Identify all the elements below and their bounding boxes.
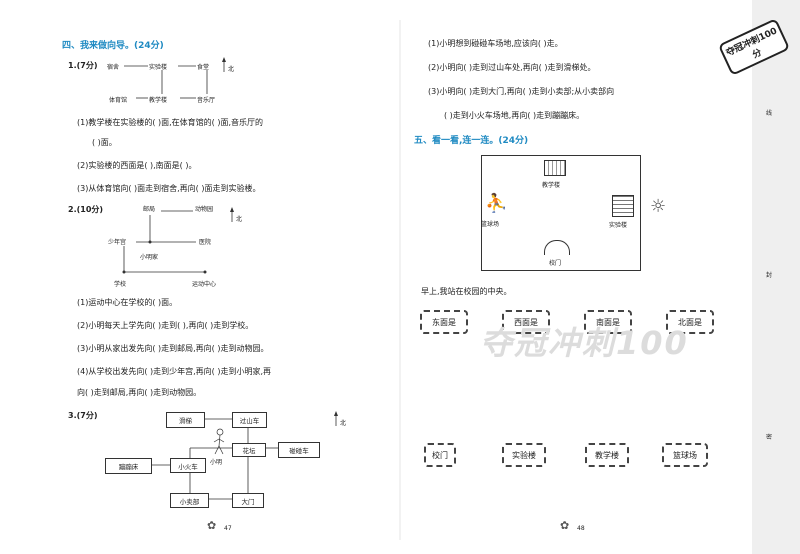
page-number-right: 48 — [577, 525, 585, 532]
spine-label-line: 线 — [766, 110, 773, 117]
page-mascot-left-icon: ✿ — [207, 519, 217, 532]
q3-right-line-1: (1)小明想到碰碰车场地,应该向( )走。 — [428, 39, 563, 48]
q3-bumper-box: 碰碰车 — [278, 442, 320, 458]
q2-hospital: 医院 — [199, 239, 212, 246]
section-title-four: 四、我来做向导。(24分) — [62, 41, 164, 51]
section-title-five: 五、看一看,连一连。(24分) — [414, 136, 529, 146]
direction-east-box[interactable]: 东面是 — [420, 310, 468, 334]
direction-north-box[interactable]: 北面是 — [666, 310, 714, 334]
campus-teaching-label: 教学楼 — [542, 182, 561, 189]
place-basketball-box[interactable]: 篮球场 — [662, 443, 708, 467]
q3-right-line-2: (2)小明向( )走到过山车处,再向( )走到滑梯处。 — [428, 63, 596, 72]
q1-header: 1.(7分) — [68, 61, 98, 70]
q3-train-box: 小火车 — [170, 458, 206, 473]
page-number-left: 47 — [224, 525, 232, 532]
binding-spine — [752, 0, 800, 554]
q1-canteen: 食堂 — [197, 64, 210, 71]
q1-line-3: (2)实验楼的西面是( ),南面是( )。 — [77, 161, 197, 170]
q2-school: 学校 — [114, 281, 127, 288]
q1-music: 音乐厅 — [197, 97, 216, 104]
q2-zoo: 动物园 — [195, 206, 214, 213]
q2-line-4: (4)从学校出发先向( )走到少年宫,再向( )走到小明家,再 — [77, 367, 271, 376]
place-lab-box[interactable]: 实验楼 — [502, 443, 546, 467]
q3-flower-box: 花坛 — [232, 443, 266, 457]
q3-north-label: 北 — [340, 420, 347, 427]
q1-lab: 实验楼 — [149, 64, 168, 71]
spine-label-secret: 密 — [766, 434, 773, 441]
q2-youth: 少年宫 — [108, 239, 127, 246]
basketball-hoop-icon: ⛹ — [485, 193, 508, 214]
q2-post: 邮局 — [143, 206, 156, 213]
q2-home: 小明家 — [140, 254, 159, 261]
teaching-building-icon — [544, 160, 566, 176]
q3-right-line-4: ( )走到小火车场地,再向( )走到蹦蹦床。 — [444, 111, 585, 120]
spine-label-seal: 封 — [766, 272, 773, 279]
q2-line-3: (3)小明从家出发先向( )走到邮局,再向( )走到动物园。 — [77, 344, 269, 353]
q3-gate-box: 大门 — [232, 493, 264, 508]
school-gate-icon — [544, 240, 570, 255]
place-teaching-box[interactable]: 教学楼 — [585, 443, 629, 467]
q3-slide-box: 滑梯 — [166, 412, 205, 428]
q3-right-line-3: (3)小明向( )走到大门,再向( )走到小卖部;从小卖部向 — [428, 87, 615, 96]
q1-line-4: (3)从体育馆向( )面走到宿舍,再向( )面走到实验楼。 — [77, 184, 261, 193]
q1-line-1: (1)教学楼在实验楼的( )面,在体育馆的( )面,音乐厅的 — [77, 118, 263, 127]
page-mascot-right-icon: ✿ — [560, 519, 570, 532]
campus-gate-label: 校门 — [549, 260, 562, 267]
q2-line-5: 向( )走到邮局,再向( )走到动物园。 — [77, 388, 202, 397]
q1-gym: 体育馆 — [109, 97, 128, 104]
direction-south-box[interactable]: 南面是 — [584, 310, 632, 334]
q2-north-label: 北 — [236, 216, 243, 223]
direction-west-box[interactable]: 西面是 — [502, 310, 550, 334]
lab-building-icon — [612, 195, 634, 217]
morning-text: 早上,我站在校园的中央。 — [421, 287, 512, 296]
q1-dorm: 宿舍 — [107, 64, 120, 71]
q1-line-2: ( )面。 — [92, 138, 117, 147]
sun-icon: ☼ — [650, 196, 667, 217]
campus-basketball-label: 篮球场 — [481, 221, 500, 228]
q1-teaching: 教学楼 — [149, 97, 168, 104]
q2-header: 2.(10分) — [68, 205, 104, 214]
campus-map — [481, 155, 641, 271]
watermark: 夺冠冲刺100 — [480, 324, 689, 362]
q3-ming-label: 小明 — [210, 459, 223, 466]
q1-north-label: 北 — [228, 66, 235, 73]
campus-lab-label: 实验楼 — [609, 222, 628, 229]
q2-line-1: (1)运动中心在学校的( )面。 — [77, 298, 178, 307]
q3-coaster-box: 过山车 — [232, 412, 267, 428]
q2-sport: 运动中心 — [192, 281, 217, 288]
q3-shop-box: 小卖部 — [170, 493, 209, 508]
q3-header: 3.(7分) — [68, 411, 98, 420]
q2-line-2: (2)小明每天上学先向( )走到( ),再向( )走到学校。 — [77, 321, 254, 330]
q3-trampoline-box: 蹦蹦床 — [105, 458, 152, 474]
place-gate-box[interactable]: 校门 — [424, 443, 456, 467]
